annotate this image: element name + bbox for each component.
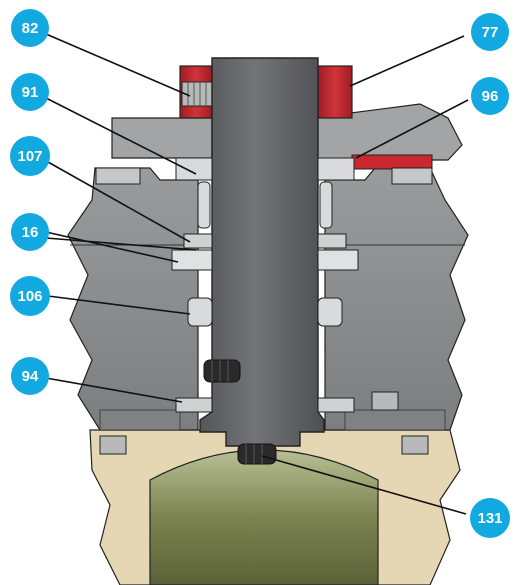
callout-94: 94 [11,357,49,395]
callout-77-label: 77 [482,24,499,41]
side-fasteners [99,391,429,455]
callout-16: 16 [11,213,49,251]
shaft-set-screw [203,359,241,383]
callout-131: 131 [470,498,510,538]
callout-82-label: 82 [22,20,39,37]
bottom-set-screw [237,443,277,465]
callout-16-label: 16 [22,224,39,241]
callout-106: 106 [10,276,50,316]
callout-107: 107 [10,136,50,176]
callout-77: 77 [471,13,509,51]
callout-82: 82 [11,9,49,47]
callout-91-label: 91 [22,84,39,101]
callout-96-label: 96 [482,88,499,105]
callout-94-label: 94 [22,368,39,385]
leader-lines [45,33,469,515]
housing [67,167,469,431]
seal-stack [95,157,433,413]
callout-131-label: 131 [477,510,502,527]
base-block [89,429,461,585]
callout-107-label: 107 [17,148,42,165]
callout-96: 96 [471,77,509,115]
shaft [199,57,325,447]
callout-91: 91 [11,73,49,111]
callout-106-label: 106 [17,288,42,305]
